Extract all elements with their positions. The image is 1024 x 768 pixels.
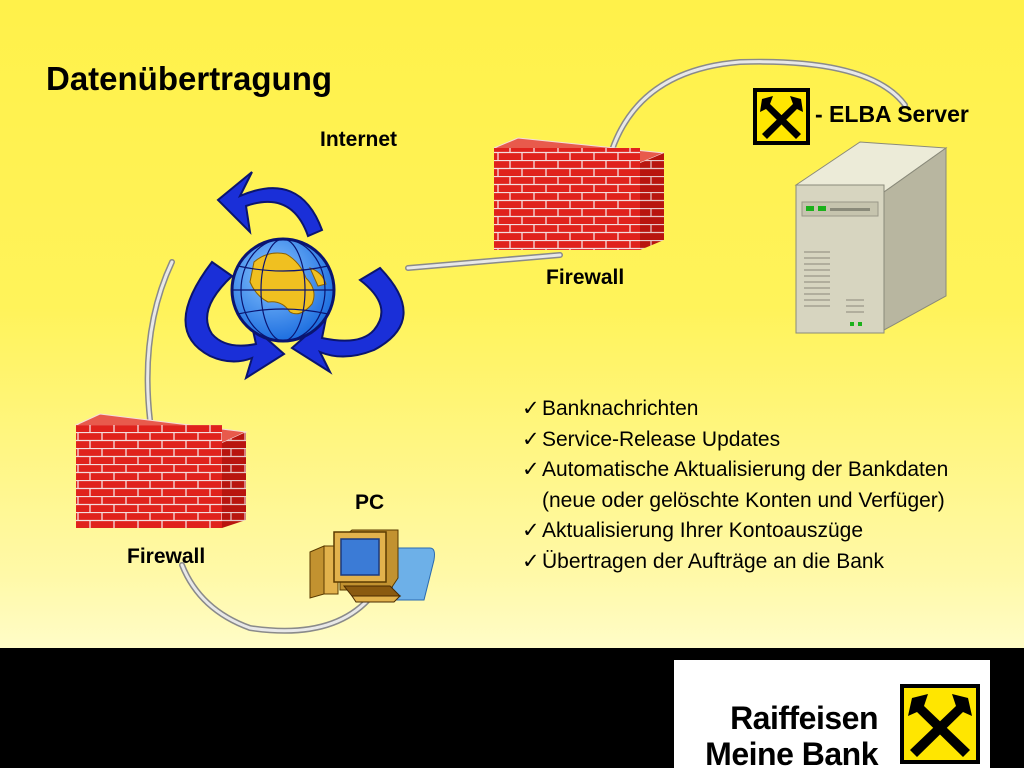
- brand-slogan: Meine Bank: [705, 736, 878, 768]
- feature-item: ✓Aktualisierung Ihrer Kontoauszüge: [522, 516, 982, 547]
- pc-label: PC: [355, 491, 385, 514]
- check-icon: ✓: [522, 427, 540, 451]
- check-icon: ✓: [522, 458, 540, 481]
- elba-server-icon: [794, 141, 948, 334]
- footer-bar: Raiffeisen Meine Bank: [0, 648, 1024, 768]
- slide-title: Datenübertragung: [46, 60, 333, 97]
- check-icon: ✓: [522, 397, 540, 420]
- network-cables: [144, 58, 908, 634]
- diagram-artwork: [74, 58, 948, 634]
- feature-item: ✓Banknachrichten: [522, 394, 982, 425]
- feature-item: ✓Automatische Aktualisierung der Bankdat…: [522, 455, 982, 516]
- brand-box: Raiffeisen Meine Bank: [674, 660, 990, 768]
- raiffeisen-footer-logo-icon: [900, 684, 980, 764]
- internet-globe-icon: [184, 171, 405, 381]
- firewall-bottom-icon: [74, 413, 248, 528]
- internet-label: Internet: [320, 128, 398, 151]
- firewall-top-label: Firewall: [546, 266, 625, 289]
- check-icon: ✓: [522, 519, 540, 542]
- firewall-top-icon: [493, 137, 665, 250]
- check-icon: ✓: [522, 549, 540, 573]
- pc-computer-icon: [309, 529, 435, 603]
- feature-item: ✓Service-Release Updates: [522, 425, 982, 456]
- feature-list: ✓Banknachrichten ✓Service-Release Update…: [522, 394, 982, 577]
- firewall-bottom-label: Firewall: [127, 545, 206, 568]
- brand-name: Raiffeisen: [730, 700, 878, 736]
- feature-item: ✓Übertragen der Aufträge an die Bank: [522, 547, 982, 578]
- raiffeisen-logo-icon: [753, 88, 810, 145]
- elba-server-label: - ELBA Server: [815, 101, 969, 127]
